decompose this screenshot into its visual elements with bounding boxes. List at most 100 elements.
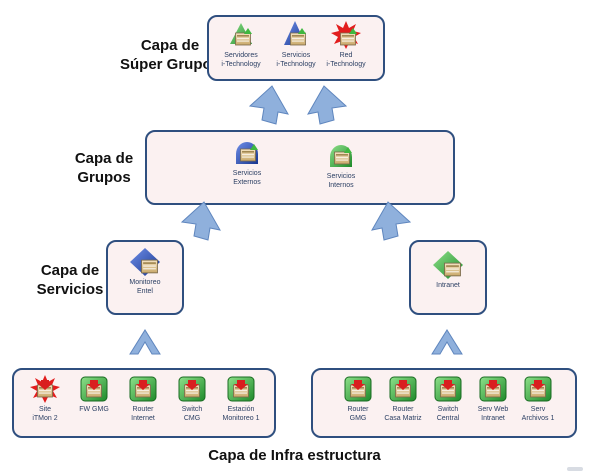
node-servicios-itech[interactable]: Servicios i-Technology (260, 20, 332, 69)
layer-label-line2: Súper Grupos (120, 56, 221, 73)
device-icon (389, 376, 417, 402)
caption-line1: Servicios (281, 52, 311, 59)
caption-line1: Switch (181, 406, 203, 413)
node-servidores[interactable]: Servidores i-Technology (205, 20, 277, 69)
caption-line2: GMG (349, 414, 367, 422)
caption-line2: Archivos 1 (521, 414, 555, 422)
caption-line2: i-Technology (326, 60, 366, 68)
caption-line1: Intranet (436, 282, 460, 289)
device-icon (524, 376, 552, 402)
layer-label-services: Capa de Servicios (30, 261, 110, 299)
infra-node[interactable]: FW GMG (69, 374, 119, 415)
layer-label-line1: Capa de (140, 37, 200, 54)
caption-line2: Intranet (481, 414, 505, 422)
node-monitoreo-entel[interactable]: Monitoreo Entel (109, 247, 181, 296)
device-red-alert-icon (30, 375, 60, 403)
arrow-up-icon (180, 201, 221, 241)
caption-line1: Router (132, 406, 154, 413)
caption-line2: Internos (328, 181, 354, 189)
caption-line1: Servidores (224, 52, 258, 59)
caption-line1: Switch (437, 406, 459, 413)
node-caption: Red i-Technology (310, 52, 382, 69)
caption-line2: CMG (183, 414, 201, 422)
layer-label-line2: Servicios (36, 281, 104, 298)
service-blue-diamond-icon (130, 248, 160, 276)
device-icon (434, 376, 462, 402)
layer-label-line2: Grupos (77, 169, 131, 186)
caption-line2: Entel (137, 287, 153, 295)
caption-line1: Router (347, 406, 369, 413)
node-caption: Servicios Externos (211, 170, 283, 187)
caption-line1: Router (392, 406, 414, 413)
device-icon (227, 376, 255, 402)
device-icon (80, 376, 108, 402)
caption-line1: Site (38, 406, 52, 413)
arrow-up-icon (431, 329, 463, 355)
node-caption: Intranet (412, 282, 484, 291)
node-servicios-externos[interactable]: Servicios Externos (211, 138, 283, 187)
groups-box (145, 130, 455, 205)
node-caption: Servicios i-Technology (260, 52, 332, 69)
caption-line2: Monitoreo 1 (222, 414, 260, 422)
group-blue-round-icon (236, 142, 258, 164)
layer-label-line1: Capa de (74, 150, 134, 167)
caption-line2: Casa Matriz (384, 414, 422, 422)
arrow-up-icon (307, 85, 348, 125)
node-intranet[interactable]: Intranet (412, 250, 484, 291)
caption-line1: Serv Web (477, 406, 509, 413)
device-icon (479, 376, 507, 402)
caption-line2: iTMon 2 (32, 414, 58, 422)
layer-label-line1: Capa de (40, 262, 100, 279)
watermark (567, 467, 583, 471)
layer-label-super-groups: Capa de Súper Grupos (120, 36, 220, 74)
infra-layer-title: Capa de Infra estructura (208, 447, 381, 464)
node-caption: Servicios Internos (305, 173, 377, 190)
node-caption: Servidores i-Technology (205, 52, 277, 69)
caption-line1: Servicios (326, 173, 356, 180)
caption-line1: Estación (227, 406, 255, 413)
layer-label-groups: Capa de Grupos (62, 149, 146, 187)
node-servicios-internos[interactable]: Servicios Internos (305, 141, 377, 190)
group-red-alert-icon (331, 21, 361, 49)
caption-line1: Serv (530, 406, 546, 413)
device-icon (344, 376, 372, 402)
caption-line1: Servicios (232, 170, 262, 177)
caption-line1: Red (339, 52, 353, 59)
device-icon (178, 376, 206, 402)
node-caption: Monitoreo Entel (109, 279, 181, 296)
arrow-up-icon (248, 85, 289, 125)
node-red-itech[interactable]: Red i-Technology (310, 20, 382, 69)
caption-line1: Monitoreo (129, 279, 161, 286)
caption-line2: i-Technology (221, 60, 261, 68)
caption-line2: Externos (233, 178, 261, 186)
arrow-up-icon (371, 201, 412, 241)
caption-line2: Central (436, 414, 460, 422)
group-green-icon (230, 23, 252, 46)
caption-line2: i-Technology (276, 60, 316, 68)
group-green-round-icon (330, 145, 352, 167)
node-caption: FW GMG (69, 406, 119, 415)
device-icon (129, 376, 157, 402)
caption-line1: FW GMG (79, 406, 109, 413)
group-blue-icon (284, 21, 306, 46)
arrow-up-icon (129, 329, 161, 355)
caption-line2: Internet (131, 414, 155, 422)
